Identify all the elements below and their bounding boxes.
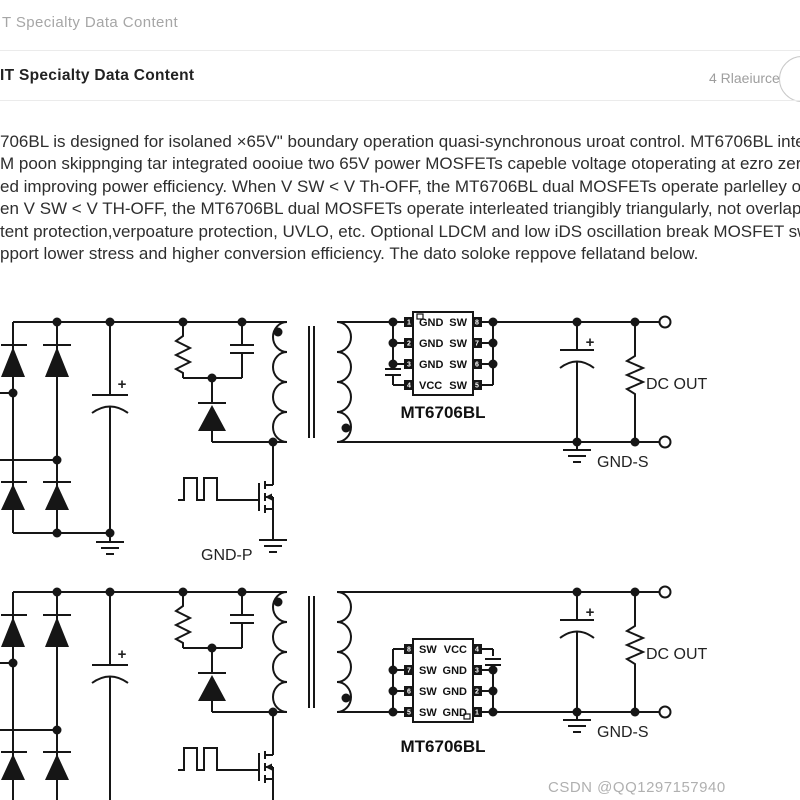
page-title: IT Specialty Data Content: [0, 67, 195, 84]
svg-text:GND: GND: [443, 707, 468, 719]
svg-text:5: 5: [475, 383, 479, 390]
pin1-notch-icon: [463, 713, 471, 720]
gnd-s-label: GND-S: [597, 724, 649, 741]
plus-sign: +: [118, 376, 127, 393]
svg-text:3: 3: [475, 668, 479, 675]
topbar-title: T Specialty Data Content: [2, 14, 179, 31]
bridge-rectifier-2: [0, 591, 287, 800]
paragraph-line-1: 706BL is designed for isolaned ×65V" bou…: [0, 132, 800, 151]
ic-chip-1: 1 2 3 4 8 7 6 5 GND GND GND VCC SW SW SW…: [337, 311, 494, 422]
svg-text:4: 4: [407, 383, 411, 390]
polarity-dot: [273, 597, 283, 607]
vcc-capacitor-icon: [385, 368, 404, 386]
svg-text:VCC: VCC: [419, 380, 442, 392]
paragraph-line-5: tent protection,verpoature protection, U…: [0, 221, 800, 241]
dc-out-terminal: [658, 435, 672, 449]
dc-out-terminal: [658, 315, 672, 329]
gnd-s-label: GND-S: [597, 454, 649, 471]
svg-text:GND: GND: [443, 665, 468, 677]
paragraph-line-2: M poon skippnging tar integrated oooiue …: [0, 154, 800, 174]
bridge-rectifier-1: [0, 321, 287, 534]
polarity-dot: [273, 327, 283, 337]
plus-sign: +: [118, 646, 127, 663]
paragraph-line-3: ed improving power efficiency. When V SW…: [0, 176, 800, 196]
snubber-2: [173, 592, 287, 713]
description-paragraph: 706BL is designed for isolaned ×65V" bou…: [0, 131, 800, 265]
polarity-dot: [341, 423, 351, 433]
divider-top: [0, 50, 800, 51]
pwm-signal-icon: [178, 477, 259, 501]
svg-text:7: 7: [407, 668, 411, 675]
svg-text:VCC: VCC: [444, 644, 467, 656]
circuit-diagrams: + GND-P 1: [0, 311, 708, 800]
junction-dots-1: [8, 317, 640, 538]
svg-text:3: 3: [407, 362, 411, 369]
svg-text:6: 6: [475, 362, 479, 369]
svg-text:GND: GND: [419, 338, 444, 350]
svg-text:1: 1: [475, 710, 479, 717]
load-resistor: [624, 592, 646, 712]
paragraph-line-6: pport lower stress and higher conversion…: [0, 244, 699, 264]
watermark: CSDN @QQ1297157940: [548, 779, 726, 796]
svg-text:SW: SW: [419, 707, 437, 719]
svg-text:6: 6: [407, 689, 411, 696]
bulk-capacitor-1: +: [91, 322, 129, 555]
ic-label: MT6706BL: [400, 737, 485, 756]
avatar-circle[interactable]: [779, 56, 800, 102]
dc-out-terminal: [658, 705, 672, 719]
svg-text:2: 2: [407, 341, 411, 348]
svg-text:GND: GND: [419, 359, 444, 371]
svg-text:1: 1: [407, 320, 411, 327]
ic-chip-2: 8 7 6 5 4 3 2 1 SW SW SW SW VCC GND GND …: [337, 638, 501, 756]
transformer-1: [272, 321, 352, 443]
mosfet-1: [178, 442, 287, 553]
svg-text:SW: SW: [449, 359, 467, 371]
transformer-2: [272, 591, 352, 713]
svg-text:4: 4: [475, 647, 479, 654]
svg-text:8: 8: [475, 320, 479, 327]
svg-text:SW: SW: [419, 644, 437, 656]
pin1-notch-icon: [416, 313, 424, 320]
vcc-capacitor-icon: [482, 648, 501, 713]
divider-header: [0, 100, 800, 101]
svg-text:SW: SW: [449, 380, 467, 392]
load-resistor: [624, 322, 646, 442]
dc-out-terminal: [658, 585, 672, 599]
svg-text:7: 7: [475, 341, 479, 348]
plus-sign: +: [586, 604, 595, 621]
ground-icon: [259, 530, 287, 553]
dc-out-label: DC OUT: [646, 646, 708, 663]
junction-dots-2: [8, 587, 640, 735]
output-capacitor: [559, 592, 595, 712]
svg-text:8: 8: [407, 647, 411, 654]
svg-text:SW: SW: [419, 686, 437, 698]
svg-text:GND: GND: [419, 317, 444, 329]
svg-text:GND: GND: [443, 686, 468, 698]
plus-sign: +: [586, 334, 595, 351]
resource-count-link[interactable]: 4 Rlaeiurce: [709, 70, 780, 86]
svg-text:SW: SW: [449, 338, 467, 350]
polarity-dot: [341, 693, 351, 703]
circuit-1: + GND-P 1: [0, 311, 708, 564]
paragraph-line-4: en V SW < V TH-OFF, the MT6706BL dual MO…: [0, 199, 800, 219]
svg-text:SW: SW: [419, 665, 437, 677]
snubber-1: [173, 322, 287, 443]
output-capacitor: [559, 322, 595, 442]
svg-text:2: 2: [475, 689, 479, 696]
circuit-2: + 8 7 6 5 4: [0, 585, 708, 800]
ic-label: MT6706BL: [400, 403, 485, 422]
pwm-signal-icon: [178, 747, 259, 771]
svg-text:5: 5: [407, 710, 411, 717]
dc-out-label: DC OUT: [646, 376, 708, 393]
bulk-capacitor-2: +: [91, 592, 129, 800]
mosfet-2: [178, 712, 274, 800]
gnd-p-label: GND-P: [201, 547, 253, 564]
svg-text:SW: SW: [449, 317, 467, 329]
